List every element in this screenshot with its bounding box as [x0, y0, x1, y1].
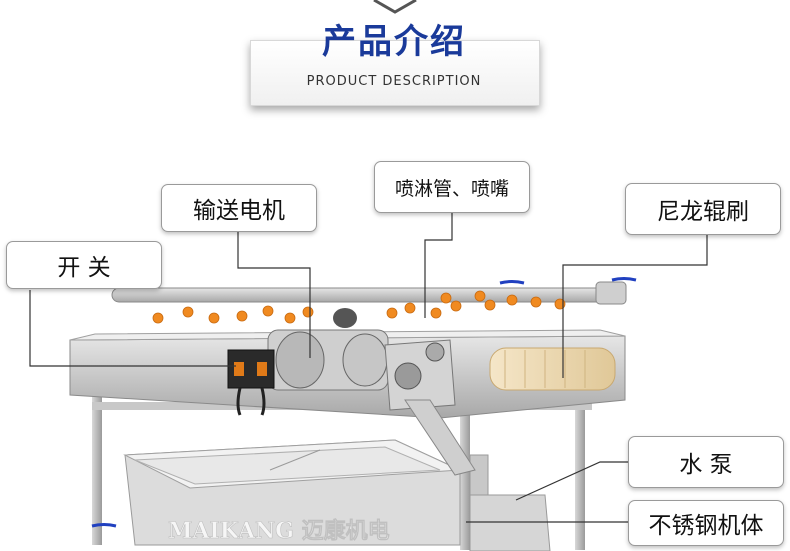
- callout-conveyor-motor: 输送电机: [161, 184, 317, 232]
- callout-switch: 开 关: [6, 241, 162, 289]
- switch-box: [227, 349, 275, 416]
- callout-spray-pipe-nozzle: 喷淋管、喷嘴: [374, 161, 530, 213]
- spray-nozzles: [152, 290, 566, 324]
- spray-pipe: [111, 281, 627, 305]
- nylon-brush-roller: [489, 347, 616, 391]
- watermark: MAIKANG 迈康机电: [168, 518, 390, 544]
- top-chevron-icon: [373, 0, 417, 14]
- title-panel: [250, 40, 540, 106]
- page-title: 产品介绍: [322, 22, 466, 62]
- gearbox: [384, 339, 456, 411]
- water-tank: [123, 439, 461, 546]
- support-bracket: [404, 399, 476, 476]
- callout-water-pump: 水 泵: [628, 436, 784, 488]
- page-subtitle: PRODUCT DESCRIPTION: [306, 74, 482, 89]
- blue-clips: [91, 277, 637, 528]
- conveyor-motor: [267, 308, 389, 391]
- water-pump: [469, 454, 551, 551]
- callout-stainless-body: 不锈钢机体: [628, 500, 784, 546]
- callout-nylon-brush: 尼龙辊刷: [625, 183, 781, 235]
- callout-leader-lines: [29, 212, 708, 523]
